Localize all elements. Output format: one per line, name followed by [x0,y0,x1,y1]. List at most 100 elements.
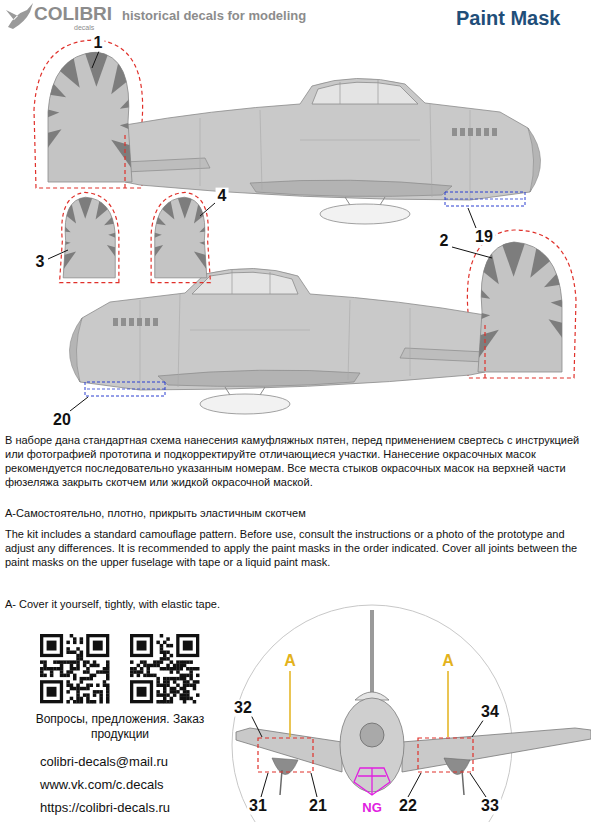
qr-module [83,670,87,674]
qr-module [76,684,80,688]
qr-module [173,687,177,691]
qr-module [147,664,151,668]
qr-module [183,693,187,697]
qr-module [76,657,80,661]
canopy [312,82,418,104]
qr-module [140,660,144,664]
qr-module [156,641,160,645]
qr-module [143,660,147,664]
qr-module [93,660,97,664]
qr-module [106,693,110,697]
qr-module [80,700,84,704]
qr-module [86,667,90,671]
qr-module [147,667,151,671]
qr-module [186,674,190,678]
qr-module [176,690,180,694]
drawing-part [48,250,68,259]
camo-tooth [138,206,166,226]
qr-module [76,647,80,651]
qr-module [186,660,190,664]
qr-module [103,684,107,688]
qr-module [70,687,74,691]
qr-module [106,677,110,681]
qr-module [90,664,94,668]
qr-finder [43,637,60,654]
drawing-part [468,128,473,136]
callout-number: 34 [479,704,501,721]
callout-number: 20 [51,412,73,429]
qr-module [66,670,70,674]
qr-module [40,674,44,678]
drawing-part [92,51,99,68]
camo-tooth [55,196,76,224]
qr-module [180,687,184,691]
qr-module [147,674,151,678]
qr-module [76,687,80,691]
rudder-piece-4 [135,192,226,283]
qr-module [83,677,87,681]
qr-module [99,690,103,694]
panel-lines [200,104,470,199]
qr-module [170,644,174,648]
qr-module [166,637,170,641]
qr-module [163,690,167,694]
qr-module [60,674,64,678]
qr-module [66,684,70,688]
qr-module [150,664,154,668]
qr-module [160,657,164,661]
qr-module [180,674,184,678]
qr-module [156,690,160,694]
qr-module [189,674,193,678]
callout-number: 1 [92,35,105,52]
qr-module [60,664,64,668]
qr-module [80,641,84,645]
qr-module [80,651,84,655]
qr-module [43,667,47,671]
qr-module [66,700,70,704]
qr-module [176,664,180,668]
qr-module [166,664,170,668]
qr-module [196,667,200,671]
qr-module [166,677,170,681]
qr-module [193,700,197,704]
qr-module [103,667,107,671]
front-view [232,605,591,822]
qr-module [160,700,164,704]
qr-finder [47,641,57,651]
qr-module [106,684,110,688]
nose-mask-line [445,199,525,200]
qr-module [43,660,47,664]
fuselage [125,78,537,200]
qr-module [160,667,164,671]
qr-module [50,670,54,674]
qr-module [170,654,174,658]
qr-module [183,677,187,681]
drawing-part [408,773,421,797]
contact-email: colibri-decals@mail.ru [40,754,168,771]
qr-module [66,660,70,664]
qr-module [70,697,74,701]
qr-module [66,651,70,655]
qr-module [70,664,74,668]
qr-module [189,697,193,701]
qr-module [163,687,167,691]
qr-module [73,651,77,655]
drawing-part [460,128,465,136]
qr-module [57,660,61,664]
qr-module [73,641,77,645]
qr-module [189,667,193,671]
qr-module [160,647,164,651]
qr-module [80,697,84,701]
qr-module [163,680,167,684]
camo-tooth [96,193,118,219]
qr-module [193,687,197,691]
qr-module [99,670,103,674]
qr-module [106,690,110,694]
qr-finder [183,641,193,651]
qr-module [173,664,177,668]
qr-module [160,684,164,688]
qr-module [50,667,54,671]
qr-module [143,674,147,678]
